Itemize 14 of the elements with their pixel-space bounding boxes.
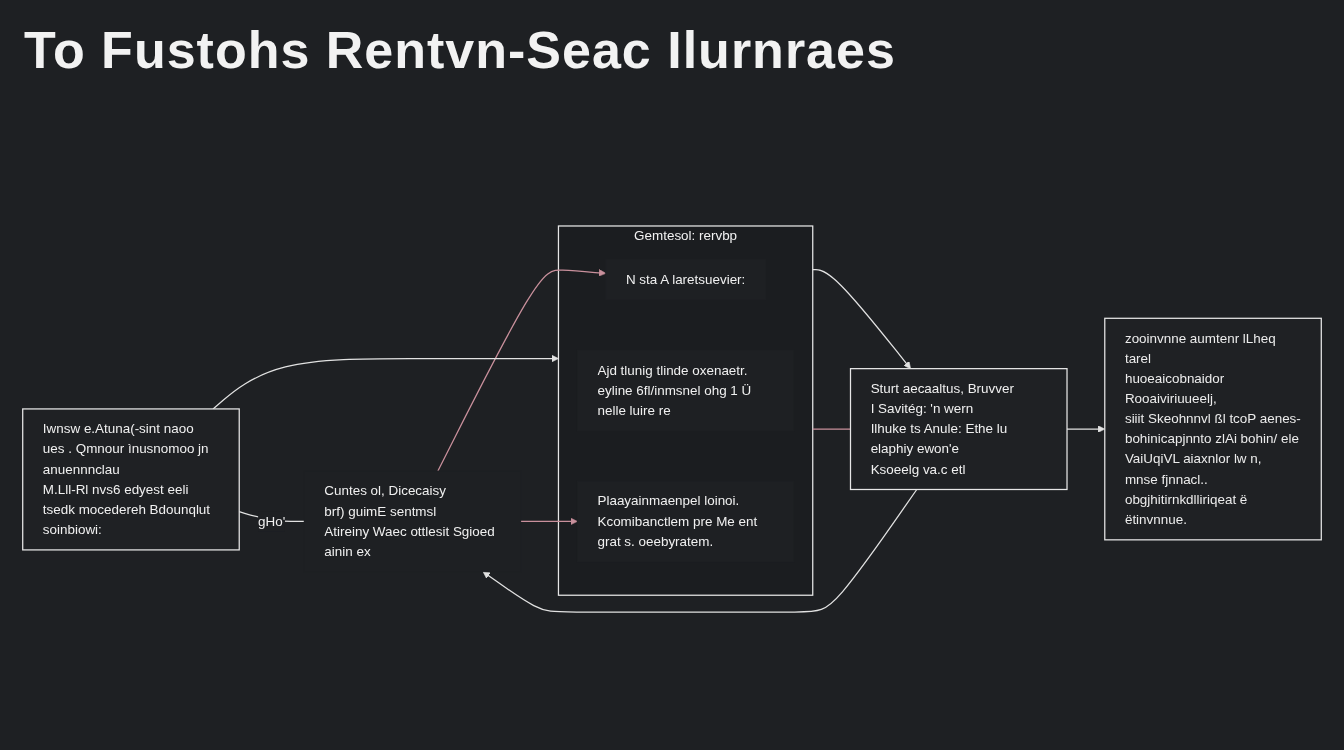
node-text: Plaayainmaenpel loinoi. Kcomibanctlem pre Me ent grat s. oeebyratem. xyxy=(597,493,758,549)
arrow xyxy=(482,488,918,613)
arrow xyxy=(812,269,911,369)
arrow xyxy=(212,354,559,410)
node-text: Cuntes ol, Dicecaisy brf) guimE sentmsl Atireiny Waec ottlesit Sgioed ainin ex xyxy=(324,483,495,559)
diagram-title: To Fustohs Rentvn-Seac Ilurnraes xyxy=(23,20,896,72)
arrow xyxy=(437,269,607,472)
node-box: Iwnsw e.Atuna(-sint naoo ues . Qmnour ìnusnomoo jn anuennnclau M.Lll-Rl nvs6 edyest eeli tsedk mocedereh Bdounqlut soinbiowi: xyxy=(22,408,240,551)
edge-label: gHo' xyxy=(258,513,286,529)
node-text: N sta A laretsuevier: xyxy=(625,272,746,287)
node-box: zooinvnne aumtenr lLheq tarel huoeaicobnaidor Rooaiviriuueelj, siiit Skeohnnvl ßl tcoP aenes- bohinicapjnnto zlAi bohin/ ele VaiUqiVL aiaxnlor lw n, mnse fjnnacl.. obgjhitirnkdlliriqeat ë ëtinvnnue. xyxy=(1104,317,1322,541)
node-box: Sturt aecaaltus, Bruvver I Savitég: 'n wern Ilhuke ts Anule: Ethe lu elaphiy ewon'e Ksoeelg va.c etl xyxy=(849,368,1068,491)
node-text: Ajd tlunig tlinde oxenaetr. eyline 6fl/inmsnel ohg 1 Ü nelle luire re xyxy=(597,362,752,418)
arrow xyxy=(520,517,578,526)
